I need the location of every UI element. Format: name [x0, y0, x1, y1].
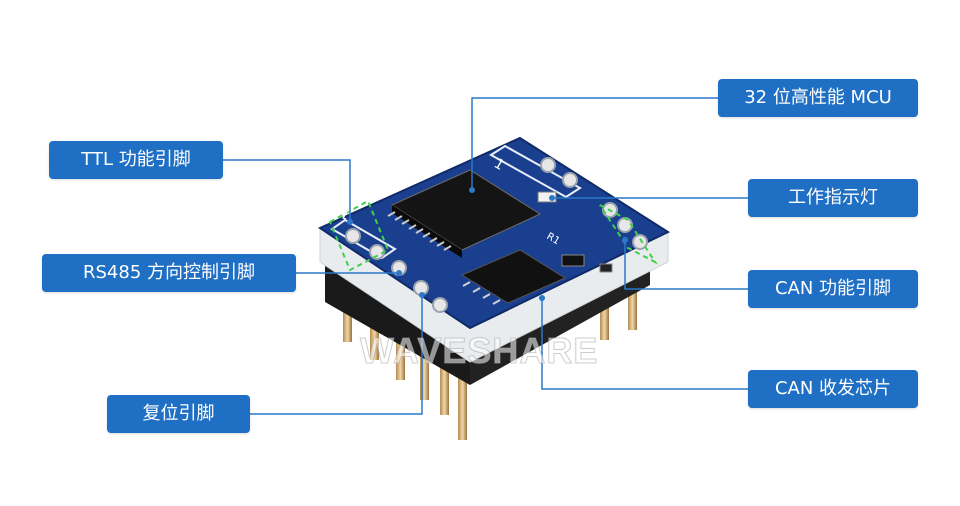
leader-lines [223, 97, 748, 415]
callout-can-chip: CAN 收发芯片 [748, 370, 918, 408]
can-transceiver-chip [460, 249, 567, 305]
watermark: WAVESHARE [359, 330, 599, 372]
indicator-led [537, 191, 557, 203]
left-pads [345, 228, 448, 313]
leader-dots [347, 187, 628, 301]
ttl-highlight-box [328, 199, 390, 272]
callout-can-pins: CAN 功能引脚 [748, 270, 918, 308]
mcu-chip [387, 169, 542, 258]
callout-rs485-pins: RS485 方向控制引脚 [42, 254, 296, 292]
callout-mcu: 32 位高性能 MCU [718, 79, 918, 117]
can-highlight-box [599, 204, 658, 265]
callout-ttl-pins: TTL 功能引脚 [49, 141, 223, 179]
callout-indicator-led: 工作指示灯 [748, 179, 918, 217]
callout-reset-pin: 复位引脚 [107, 395, 250, 433]
silk-label-12: 12 [331, 200, 354, 223]
